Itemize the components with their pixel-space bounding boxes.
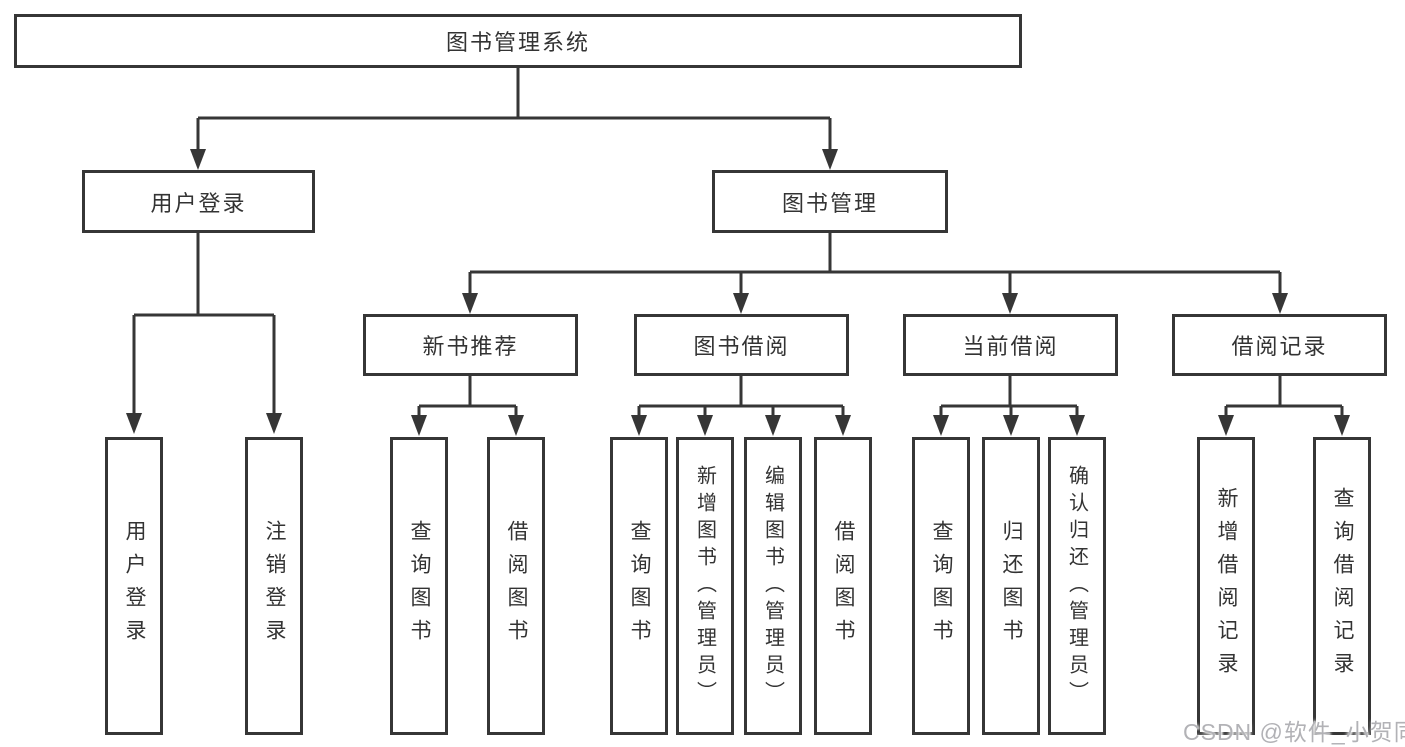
node-book-management: 图书管理 xyxy=(712,170,948,233)
node-label: 借阅图书 xyxy=(505,520,528,652)
node-new-book-recommendation: 新书推荐 xyxy=(363,314,578,376)
node-label: 查询图书 xyxy=(628,520,651,652)
node-label: 确认归还（管理员） xyxy=(1065,464,1088,708)
node-label: 查询借阅记录 xyxy=(1331,487,1354,685)
node-label: 用户登录 xyxy=(150,190,247,216)
node-root-library-system: 图书管理系统 xyxy=(14,14,1022,68)
node-borrowing-records: 借阅记录 xyxy=(1172,314,1387,376)
node-label: 图书借阅 xyxy=(693,334,790,359)
leaf-user-login: 用户登录 xyxy=(105,437,163,735)
node-label: 查询图书 xyxy=(930,520,953,652)
leaf-logout: 注销登录 xyxy=(245,437,303,735)
node-book-borrowing: 图书借阅 xyxy=(634,314,849,376)
leaf-query-books-borrowing: 查询图书 xyxy=(610,437,668,735)
leaf-return-books: 归还图书 xyxy=(982,437,1040,735)
node-label: 归还图书 xyxy=(1000,520,1023,652)
leaf-query-books-current: 查询图书 xyxy=(912,437,970,735)
leaf-query-borrow-record: 查询借阅记录 xyxy=(1313,437,1371,735)
node-label: 用户登录 xyxy=(123,520,146,652)
leaf-edit-books-admin: 编辑图书（管理员） xyxy=(744,437,802,735)
node-label: 新增借阅记录 xyxy=(1215,487,1238,685)
node-label: 图书管理 xyxy=(781,190,878,216)
arrowheads xyxy=(126,149,1350,436)
leaf-confirm-return-admin: 确认归还（管理员） xyxy=(1048,437,1106,735)
node-label: 编辑图书（管理员） xyxy=(761,464,784,708)
csdn-watermark: CSDN @软件_小贺同学 xyxy=(1183,719,1405,745)
node-label: 图书管理系统 xyxy=(445,30,590,55)
node-label: 借阅记录 xyxy=(1231,334,1328,359)
node-label: 查询图书 xyxy=(408,520,431,652)
node-label: 新增图书（管理员） xyxy=(693,464,716,708)
leaf-add-books-admin: 新增图书（管理员） xyxy=(676,437,734,735)
node-current-borrowing: 当前借阅 xyxy=(903,314,1118,376)
node-label: 新书推荐 xyxy=(422,334,519,359)
node-label: 当前借阅 xyxy=(962,334,1059,359)
leaf-add-borrow-record: 新增借阅记录 xyxy=(1197,437,1255,735)
leaf-query-books-recommend: 查询图书 xyxy=(390,437,448,735)
node-label: 借阅图书 xyxy=(832,520,855,652)
node-label: 注销登录 xyxy=(263,520,286,652)
leaf-borrow-books-borrowing: 借阅图书 xyxy=(814,437,872,735)
node-user-login: 用户登录 xyxy=(82,170,315,233)
leaf-borrow-books-recommend: 借阅图书 xyxy=(487,437,545,735)
